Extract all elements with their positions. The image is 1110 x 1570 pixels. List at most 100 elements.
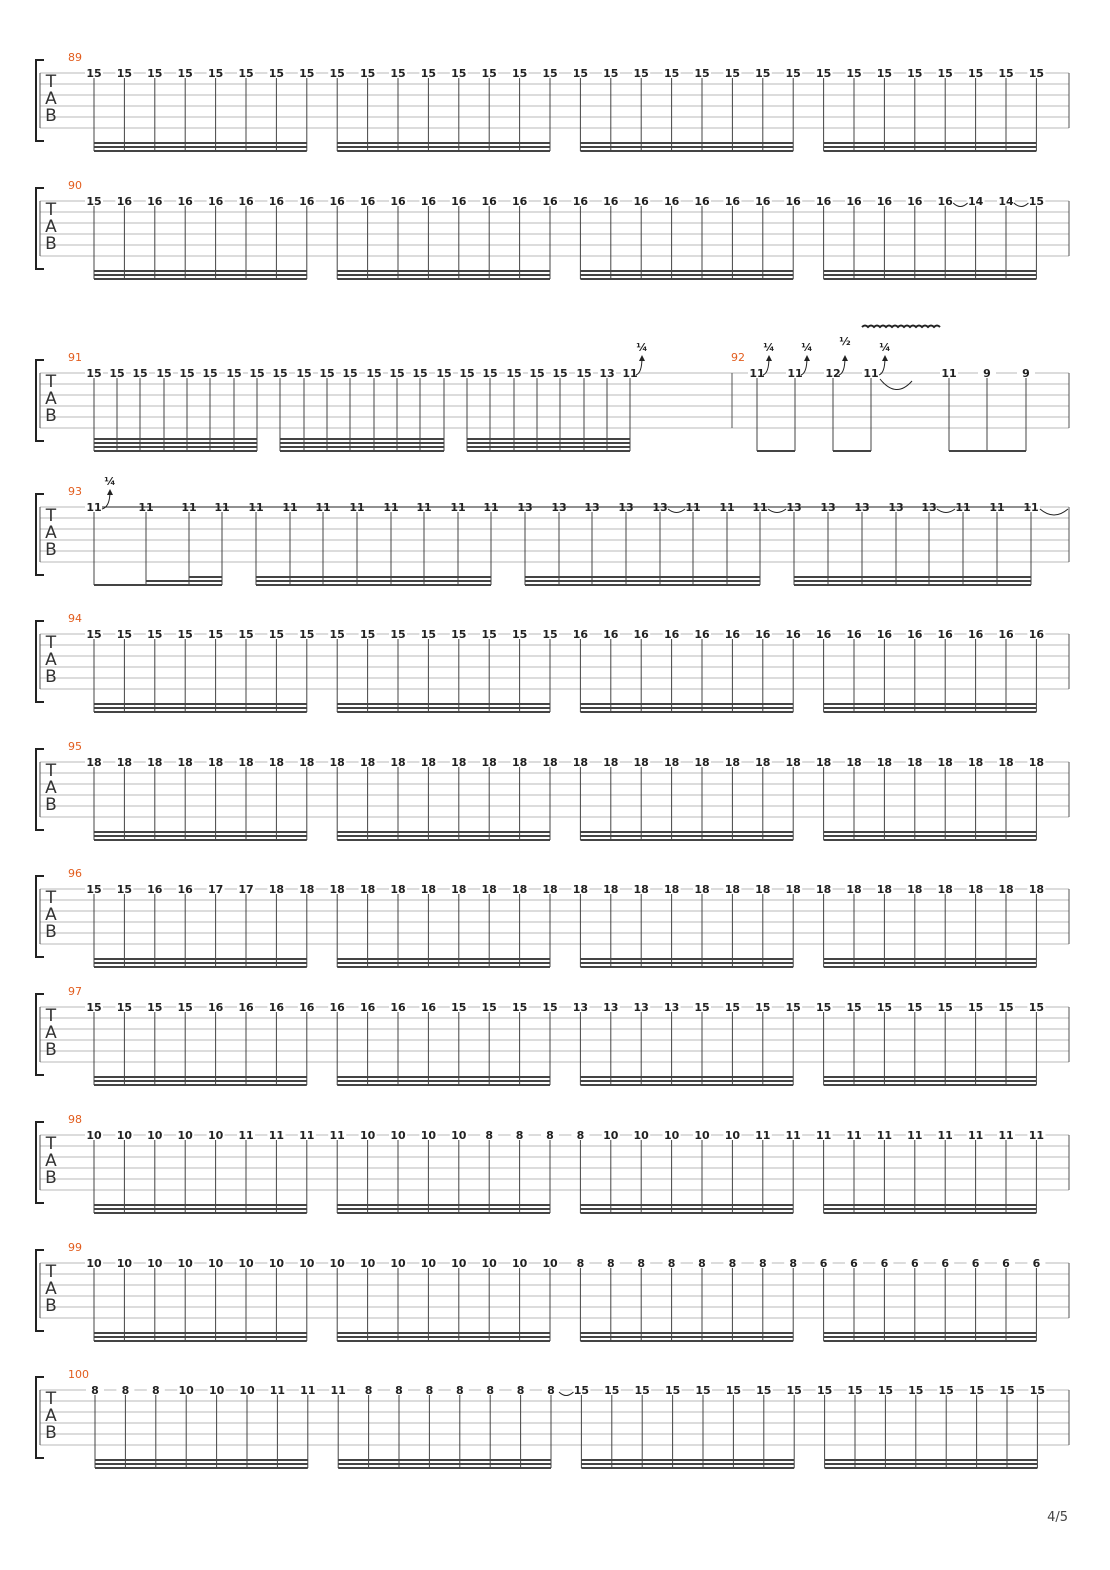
fret-bg [723,886,742,894]
fret-bg [875,198,894,206]
fret-number: 16 [390,195,406,208]
fret-number: 18 [360,883,375,896]
fret-number: 15 [576,367,591,380]
fret-number: 18 [1029,883,1044,896]
fret-bg [784,1132,803,1140]
fret-bg [997,70,1015,78]
fret-number: 8 [365,1384,373,1397]
fret-number: 16 [208,1001,224,1014]
fret-number: 10 [330,1257,346,1270]
fret-number: 15 [208,67,223,80]
fret-number: 15 [939,1384,954,1397]
fret-bg [1027,198,1046,206]
fret-number: 10 [239,1384,255,1397]
slide [667,508,686,513]
fret-bg [693,631,711,639]
fret-number: 15 [786,67,801,80]
fret-bg [824,370,842,378]
fret-number: 11 [330,1129,345,1142]
fret-bg [237,70,255,78]
fret-number: 15 [998,67,1013,80]
fret-number: 15 [360,628,375,641]
fret-bg [753,886,772,894]
fret-bg [784,1260,803,1268]
fret-bg [206,886,225,894]
slide [767,508,787,513]
fret-number: 8 [516,1129,524,1142]
fret-number: 15 [816,67,831,80]
fret-bg [247,504,265,512]
fret-bg [694,1387,712,1395]
fret-bg [480,198,499,206]
fret-number: 15 [390,628,405,641]
fret-bg [1017,370,1035,378]
fret-bg [267,631,286,639]
fret-bg [905,886,924,894]
fret-bg [997,1260,1015,1268]
fret-number: 11 [269,1129,284,1142]
fret-number: 11 [846,1129,861,1142]
tab-clef-letter: A [45,217,57,237]
fret-number: 16 [968,628,984,641]
fret-bg [632,1132,651,1140]
fret-number: 16 [421,195,437,208]
fret-bg [693,759,711,767]
fret-number: 10 [269,1257,285,1270]
fret-number: 16 [755,195,771,208]
fret-number: 15 [665,1384,680,1397]
tab-clef-letter: B [45,1296,57,1316]
fret-number: 15 [249,367,264,380]
tab-clef-letter: B [45,540,57,560]
bend-arrowhead [639,355,645,361]
fret-number: 16 [725,195,741,208]
fret-bg [905,759,924,767]
fret-number: 10 [208,1129,224,1142]
bend-amount: ¼ [763,341,774,354]
fret-bg [814,70,833,78]
fret-number: 17 [238,883,253,896]
fret-number: 15 [938,1001,953,1014]
fret-number: 16 [938,195,954,208]
fret-number: 18 [816,756,831,769]
fret-number: 18 [877,883,892,896]
fret-bg [724,1387,743,1395]
fret-bg [419,1004,438,1012]
fret-bg [176,1004,195,1012]
fret-number: 15 [147,1001,162,1014]
fret-bg [723,70,742,78]
fret-number: 15 [787,1384,802,1397]
fret-bg [480,1132,499,1140]
fret-bg [662,1132,681,1140]
fret-bg [449,886,468,894]
fret-number: 15 [330,628,345,641]
fret-number: 15 [512,628,527,641]
fret-bg [633,1387,652,1395]
fret-number: 8 [607,1257,615,1270]
fret-number: 11 [863,367,878,380]
fret-number: 18 [451,756,466,769]
fret-number: 15 [272,367,287,380]
fret-bg [814,198,833,206]
fret-bg [419,759,438,767]
system-bracket [35,620,44,703]
fret-number: 18 [968,756,983,769]
fret-bg [846,1387,864,1395]
fret-number: 14 [968,195,984,208]
fret-bg [155,370,173,378]
fret-number: 16 [178,883,194,896]
system-bracket [35,59,44,142]
fret-bg [201,370,219,378]
fret-bg [297,1132,316,1140]
fret-number: 15 [109,367,124,380]
fret-number: 18 [603,756,618,769]
fret-bg [516,504,534,512]
fret-number: 18 [968,883,983,896]
fret-number: 15 [816,1001,831,1014]
fret-bg [329,1387,348,1395]
fret-bg [784,759,803,767]
fret-number: 16 [512,195,528,208]
fret-bg [1028,1387,1047,1395]
fret-bg [419,886,438,894]
fret-number: 16 [238,195,254,208]
fret-bg [845,759,863,767]
